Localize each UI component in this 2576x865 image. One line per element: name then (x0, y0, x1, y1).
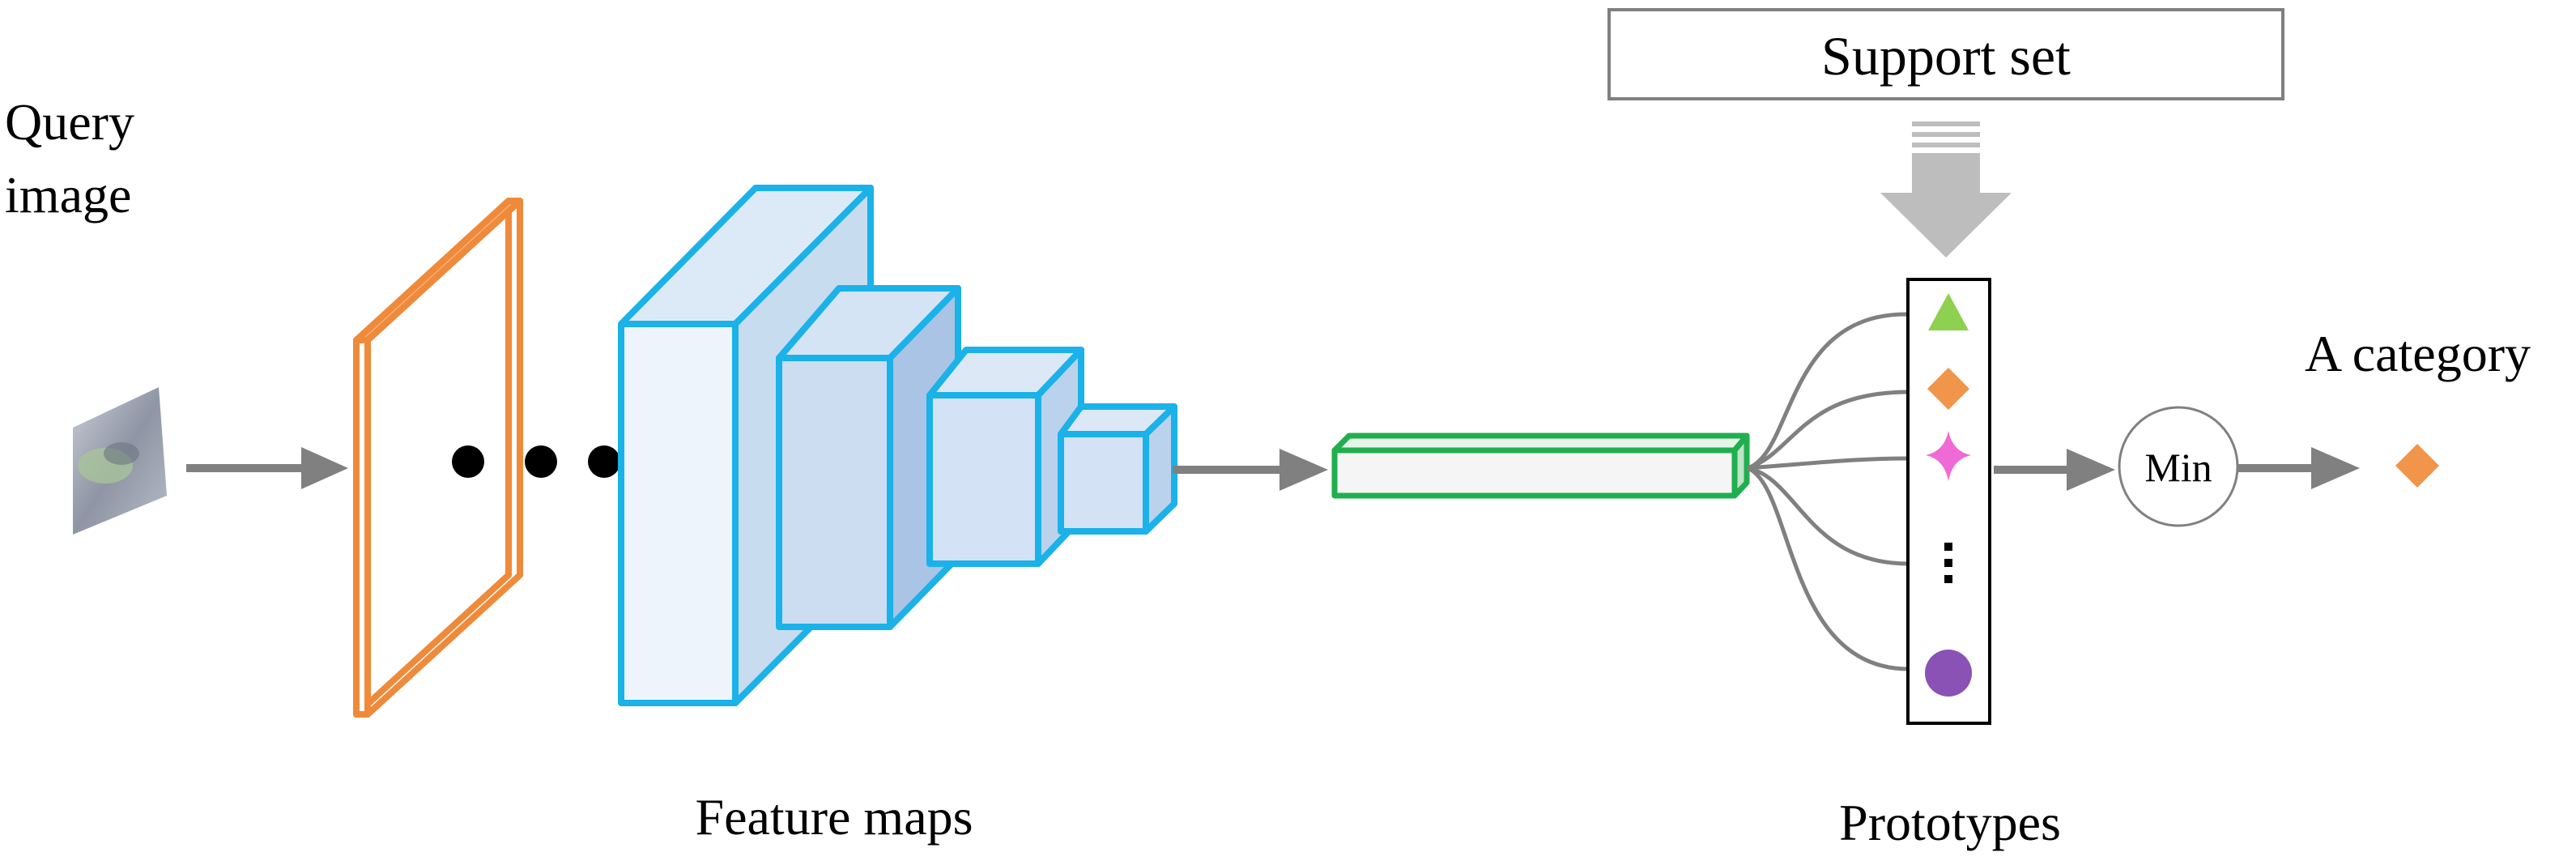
support-set-box: Support set (1607, 8, 2284, 100)
a-category-label: A category (2305, 325, 2531, 382)
support-set-arrow (1880, 121, 2012, 258)
arrow-min-to-output (2238, 447, 2360, 489)
query-image-label-line2: image (5, 166, 131, 224)
prototypes-column (1906, 278, 1991, 725)
query-image-label-line1: Query (5, 93, 134, 151)
arrow-prototypes-to-min (1994, 449, 2115, 491)
input-plane (353, 198, 523, 718)
query-image-thumbnail (73, 387, 167, 535)
support-set-label: Support set (1821, 25, 2071, 87)
diamond-icon (1927, 368, 1969, 410)
prototypes-label: Prototypes (1839, 794, 2061, 851)
layers-ellipsis-icon (452, 445, 620, 478)
star-icon (1926, 431, 1971, 481)
output-diamond-icon (2395, 444, 2439, 488)
feature-vector (1331, 432, 1750, 499)
min-label: Min (2144, 445, 2212, 490)
circle-icon (1925, 650, 1972, 697)
vertical-ellipsis-icon (1944, 543, 1952, 583)
arrow-image-to-input (186, 447, 348, 489)
prototype-connection-curves (1746, 312, 1910, 671)
arrow-features-to-vector (1173, 449, 1328, 491)
feature-maps-label: Feature maps (696, 788, 973, 846)
feature-map-cube-2 (776, 285, 961, 630)
triangle-icon (1928, 293, 1969, 330)
feature-map-cube-4 (1058, 403, 1177, 535)
min-node: Min (2118, 406, 2239, 527)
